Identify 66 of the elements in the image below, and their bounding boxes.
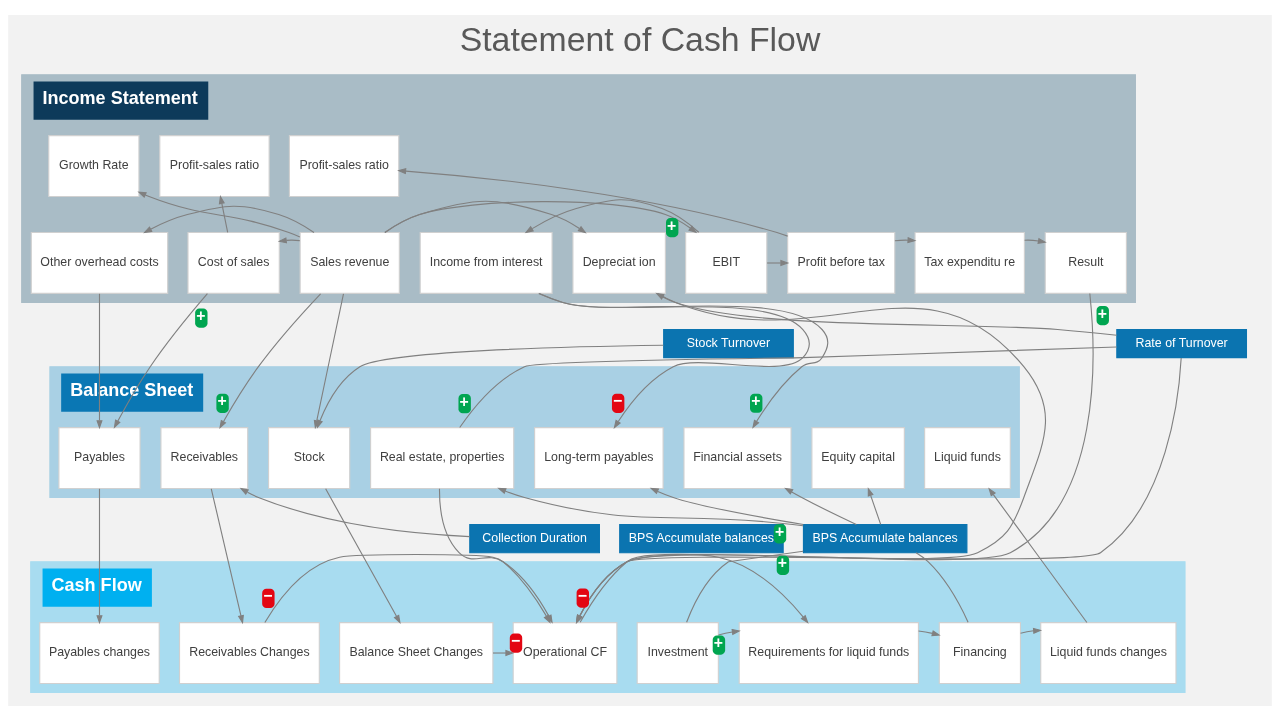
node-box: Profit-sales ratio	[159, 134, 270, 197]
node-box: Requirements for liquid funds	[738, 621, 919, 684]
arrow	[325, 487, 401, 624]
arrow	[316, 344, 664, 429]
node-box: Tax expenditu re	[914, 231, 1025, 294]
arrow	[524, 198, 700, 233]
node-box: Long-term payables	[534, 426, 664, 489]
arrow	[497, 487, 804, 526]
node-box: Payables	[58, 426, 141, 489]
connector	[686, 550, 804, 623]
node-box: Other overhead costs	[30, 231, 169, 294]
edge-label: +	[217, 391, 227, 409]
node-box: Balance Sheet Changes	[339, 621, 494, 684]
node-box: Financial assets	[683, 426, 792, 489]
node-box: Stock Turnover	[663, 328, 794, 358]
arrow	[239, 487, 471, 537]
arrow	[867, 486, 882, 525]
node-box: Payables changes	[39, 621, 160, 684]
node-box: Cost of sales	[187, 231, 280, 294]
edge-label: −	[263, 586, 273, 604]
node-box: Profit before tax	[787, 231, 896, 294]
arrow	[988, 486, 1088, 623]
edge-label: +	[774, 522, 785, 540]
node-box: BPS Accumulate balances	[802, 523, 968, 553]
arrow	[766, 259, 790, 266]
arrow	[96, 487, 103, 624]
node-box: Result	[1044, 231, 1127, 294]
edge-label: −	[510, 631, 521, 649]
node-box: Liquid funds	[924, 426, 1011, 489]
node-box: Income from interest	[419, 231, 553, 294]
node-box: Profit-sales ratio	[288, 134, 400, 197]
arrow	[96, 292, 103, 429]
arrow	[1019, 627, 1043, 634]
node-box: Real estate, properties	[370, 426, 515, 489]
node-box: Sales revenue	[299, 231, 400, 294]
edge-label: −	[613, 391, 623, 409]
node-box: Liquid funds changes	[1040, 621, 1177, 684]
node-box: EBIT	[685, 231, 768, 294]
diagram-title: Statement of Cash Flow	[459, 19, 821, 58]
node-box: Rate of Turnover	[1116, 328, 1248, 358]
arrow	[717, 628, 741, 636]
node-box: Stock	[268, 426, 351, 489]
connector	[915, 551, 969, 623]
edge-label: +	[667, 216, 677, 234]
arrow	[143, 205, 315, 233]
node-box: Receivables Changes	[178, 621, 320, 684]
edge-label: +	[751, 391, 761, 409]
node-box: Financing	[938, 621, 1021, 684]
arrow	[210, 487, 244, 624]
edge-label: −	[577, 586, 587, 604]
arrow	[784, 487, 857, 525]
node-box: Receivables	[160, 426, 249, 489]
edge-label: +	[459, 392, 469, 410]
arrow	[384, 200, 698, 233]
arrow	[218, 194, 229, 233]
edge-label: +	[1097, 304, 1107, 322]
arrow	[137, 191, 301, 237]
arrow	[917, 629, 941, 636]
arrow	[649, 487, 804, 525]
arrow	[492, 649, 515, 656]
node-box: Growth Rate	[48, 134, 140, 197]
node-box: Equity capital	[811, 426, 905, 489]
node-box: Collection Duration	[469, 523, 600, 553]
node-box: Depreciat ion	[572, 231, 666, 294]
edge-label: +	[196, 306, 206, 324]
arrow	[655, 292, 1118, 336]
